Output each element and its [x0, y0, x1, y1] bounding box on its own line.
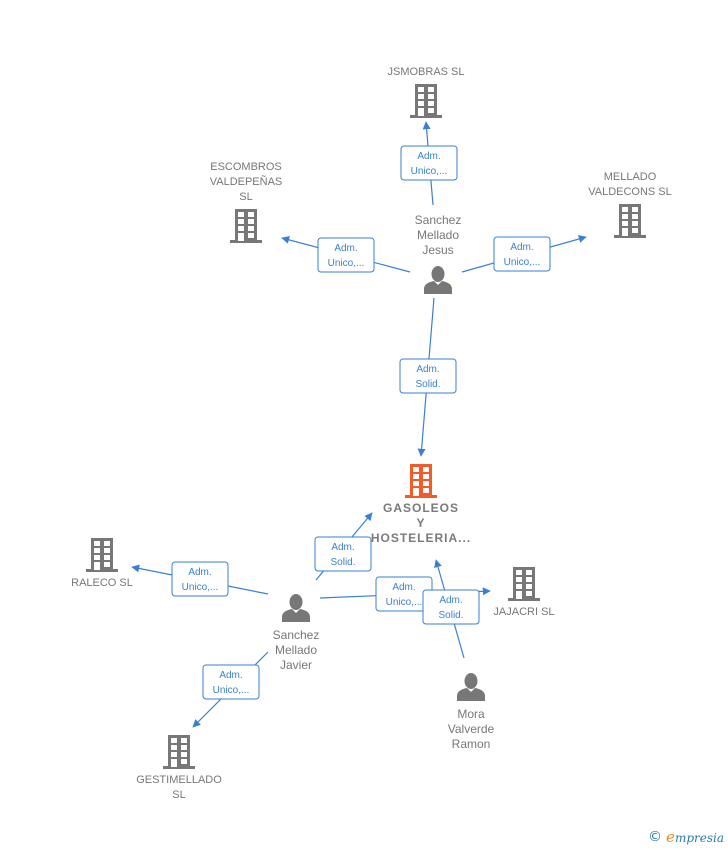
edge-label-text: Unico,...: [504, 257, 541, 268]
edge-label-text: Unico,...: [328, 258, 365, 269]
edge-label-text: Unico,...: [386, 597, 423, 608]
node-raleco[interactable]: RALECO SL: [71, 538, 133, 589]
edge-label-text: Adm.: [331, 542, 354, 553]
building-icon: [163, 735, 195, 769]
edge-label-text: Unico,...: [182, 582, 219, 593]
empresia-logo[interactable]: empresia: [666, 828, 724, 846]
edge-sanchez_jesus-to-escombros: Adm. Unico,...: [281, 235, 411, 273]
node-jsmobras[interactable]: JSMOBRAS SL: [387, 66, 465, 118]
edge-label-box[interactable]: [202, 664, 260, 700]
building-icon: [508, 567, 540, 601]
node-label: Mellado: [417, 228, 459, 242]
edge-sanchez_javier-to-gestimellado: Adm. Unico,...: [192, 651, 269, 728]
edge-sanchez_jesus-to-jsmobras: Adm. Unico,...: [400, 121, 458, 206]
edge-sanchez_jesus-to-mellado_valdecons: Adm. Unico,...: [461, 235, 587, 273]
node-label: Valverde: [448, 722, 495, 736]
node-escombros[interactable]: ESCOMBROS VALDEPEÑAS SL: [210, 161, 283, 243]
edge-label-text: Adm.: [334, 243, 357, 254]
node-jajacri[interactable]: JAJACRI SL: [493, 567, 555, 618]
node-label: VALDECONS SL: [588, 186, 672, 198]
edge-label-text: Adm.: [417, 151, 440, 162]
node-label: Sanchez: [415, 213, 462, 227]
node-label: Mellado: [275, 643, 317, 657]
node-label: ESCOMBROS: [210, 161, 282, 173]
edge-label-box[interactable]: [317, 237, 375, 273]
edge-sanchez_jesus-to-gasoleos: Adm. Solid.: [399, 297, 457, 457]
copyright-icon: ©: [648, 829, 663, 845]
node-label: GESTIMELLADO: [136, 774, 222, 786]
person-icon: [457, 673, 485, 701]
node-label: Javier: [280, 658, 312, 672]
edge-label-text: Solid.: [438, 610, 463, 621]
edge-label-box[interactable]: [422, 589, 480, 625]
node-label: JSMOBRAS SL: [387, 66, 464, 78]
edge-label-text: Adm.: [510, 242, 533, 253]
node-label: Y: [416, 516, 425, 530]
edge-label-text: Adm.: [416, 364, 439, 375]
edge-label-box[interactable]: [314, 536, 372, 572]
person-icon: [424, 266, 452, 294]
logo-e: e: [666, 828, 675, 846]
node-gasoleos[interactable]: GASOLEOSYHOSTELERIA...: [371, 464, 471, 545]
building-icon: [410, 84, 442, 118]
edge-mora-to-gasoleos: Adm. Solid.: [422, 559, 480, 659]
edge-label-text: Solid.: [415, 379, 440, 390]
edge-label-box[interactable]: [171, 561, 229, 597]
node-label: Jesus: [422, 243, 453, 257]
edge-sanchez_javier-to-gasoleos: Adm. Solid.: [314, 512, 373, 581]
person-icon: [282, 594, 310, 622]
node-label: HOSTELERIA...: [371, 531, 471, 545]
edge-label-text: Adm.: [219, 670, 242, 681]
edge-sanchez_javier-to-raleco: Adm. Unico,...: [131, 561, 269, 597]
main-company-building-icon: [405, 464, 437, 498]
nodes-layer: JSMOBRAS SL ESCOMBROS VALDEPEÑAS SL MELLADO V…: [71, 66, 672, 801]
node-label: Sanchez: [273, 628, 320, 642]
edge-label-box[interactable]: [400, 145, 458, 181]
node-label: GASOLEOS: [383, 501, 459, 515]
node-label: Mora: [457, 707, 485, 721]
node-label: VALDEPEÑAS: [210, 175, 283, 188]
edge-label-box[interactable]: [399, 358, 457, 394]
node-label: SL: [172, 789, 185, 801]
edges-layer: Adm.Unico,...Adm.Unico,...Adm.Unico,...A…: [131, 121, 587, 728]
building-icon: [86, 538, 118, 572]
edge-label-text: Adm.: [392, 582, 415, 593]
logo-text: mpresia: [674, 831, 724, 845]
edge-label-text: Solid.: [330, 557, 355, 568]
node-label: RALECO SL: [71, 577, 133, 589]
footer-brand: © empresia: [648, 828, 724, 846]
building-icon: [230, 209, 262, 243]
edge-label-text: Adm.: [188, 567, 211, 578]
node-mellado_valdecons[interactable]: MELLADO VALDECONS SL: [588, 171, 672, 238]
building-icon: [614, 204, 646, 238]
edge-label-text: Unico,...: [411, 166, 448, 177]
edge-label-text: Unico,...: [213, 685, 250, 696]
node-label: SL: [239, 191, 252, 203]
edge-label-text: Adm.: [439, 595, 462, 606]
node-gestimellado[interactable]: GESTIMELLADO SL: [136, 735, 222, 801]
edge-label-box[interactable]: [493, 236, 551, 272]
node-label: Ramon: [452, 737, 491, 751]
node-label: MELLADO: [604, 171, 657, 183]
node-label: JAJACRI SL: [493, 606, 554, 618]
